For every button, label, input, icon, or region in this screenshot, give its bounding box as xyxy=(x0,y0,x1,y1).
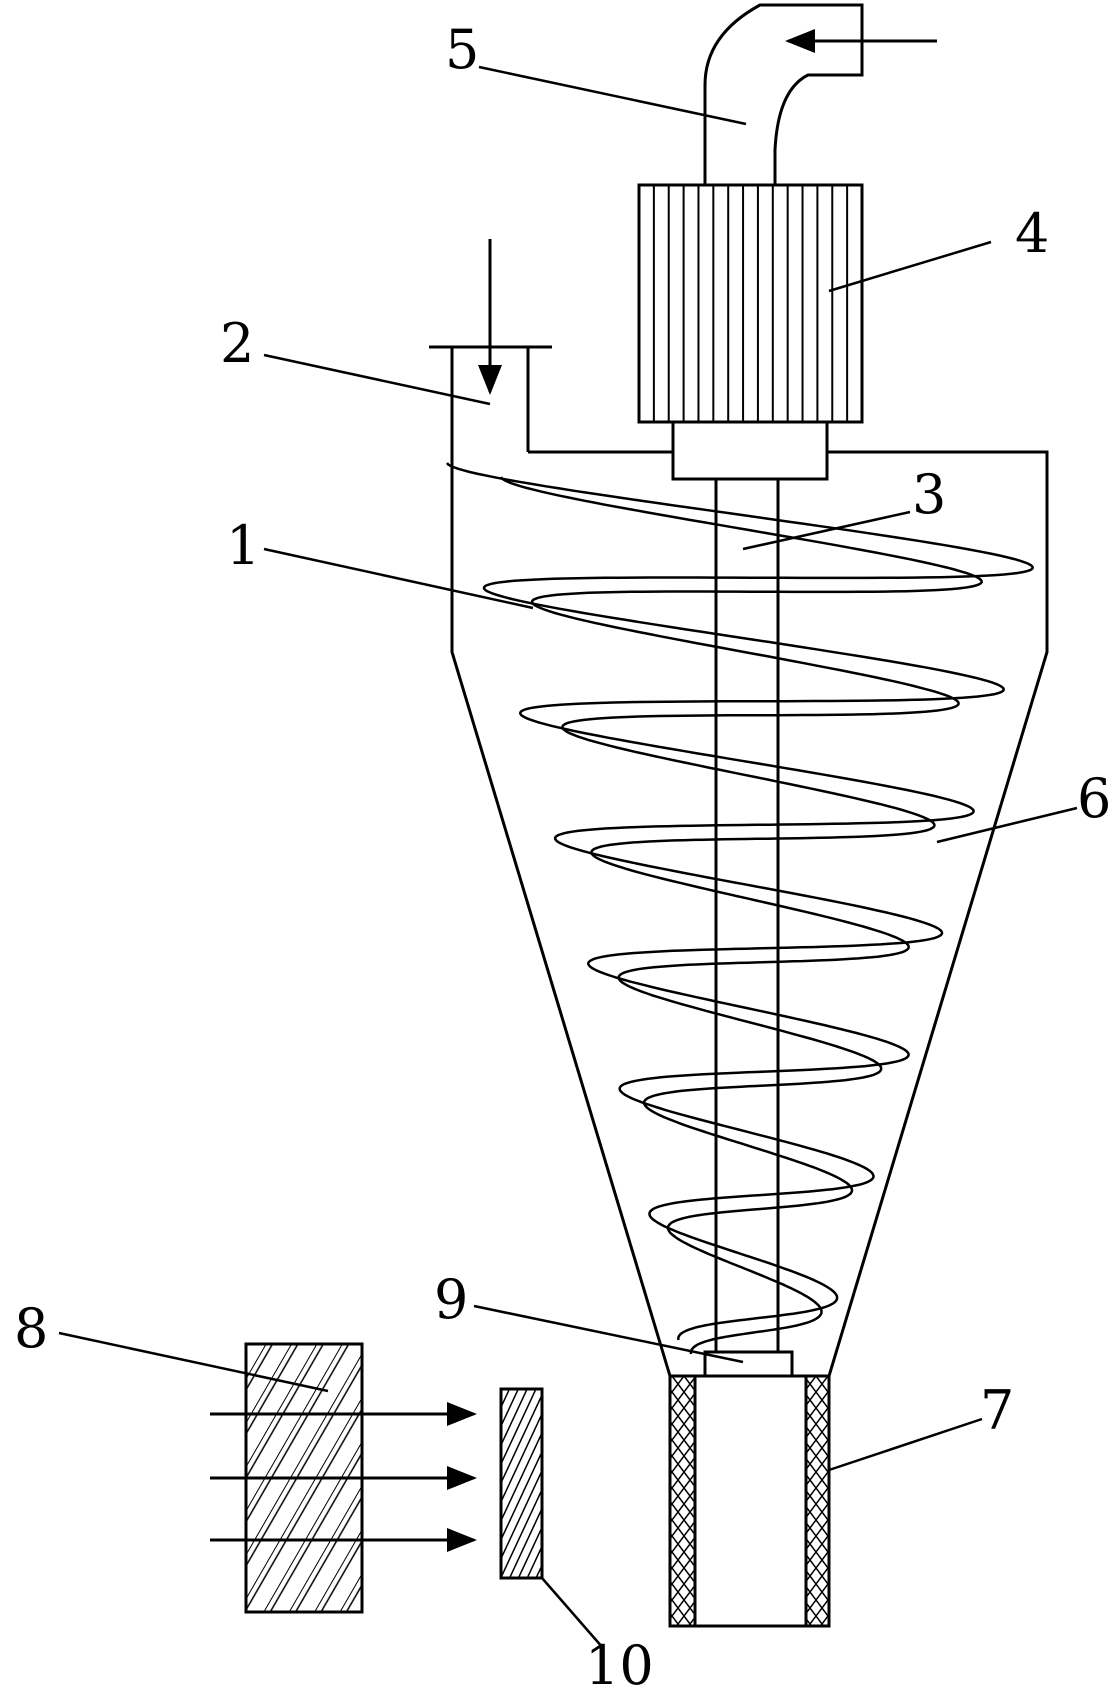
label-bearing: 9 xyxy=(434,1268,468,1331)
label-filter-plate: 10 xyxy=(585,1634,654,1692)
motor xyxy=(637,183,864,424)
leader-line-7 xyxy=(828,1417,983,1472)
leader-line-1 xyxy=(263,547,534,610)
spiral-blade-contour xyxy=(499,476,984,1355)
leader-line-9 xyxy=(473,1304,744,1364)
coupling xyxy=(671,420,829,481)
label-gas-pipe: 5 xyxy=(445,18,479,81)
leader-line-8 xyxy=(58,1331,329,1393)
label-feed-inlet: 2 xyxy=(220,312,254,375)
leader-line-5 xyxy=(478,65,747,126)
leader-line-4 xyxy=(828,240,992,293)
leader-line-6 xyxy=(936,806,1078,844)
label-motor: 4 xyxy=(1015,202,1049,265)
label-outlet-tube: 7 xyxy=(980,1379,1014,1442)
outlet-tube xyxy=(668,1374,831,1628)
spiral-blade-contour xyxy=(446,462,1035,1341)
shaft xyxy=(714,479,780,1352)
filter-plate xyxy=(499,1387,544,1580)
label-vessel: 1 xyxy=(226,514,260,577)
label-shaft: 3 xyxy=(912,463,946,526)
label-light-source: 8 xyxy=(14,1297,48,1360)
leader-line-2 xyxy=(263,353,491,406)
label-spiral-blade: 6 xyxy=(1077,767,1111,830)
spiral-blade xyxy=(446,462,1035,1355)
vessel-body xyxy=(450,450,1049,1377)
leader-line-10 xyxy=(541,1577,604,1649)
gas-pipe xyxy=(703,3,864,185)
leader-line-3 xyxy=(742,510,911,551)
